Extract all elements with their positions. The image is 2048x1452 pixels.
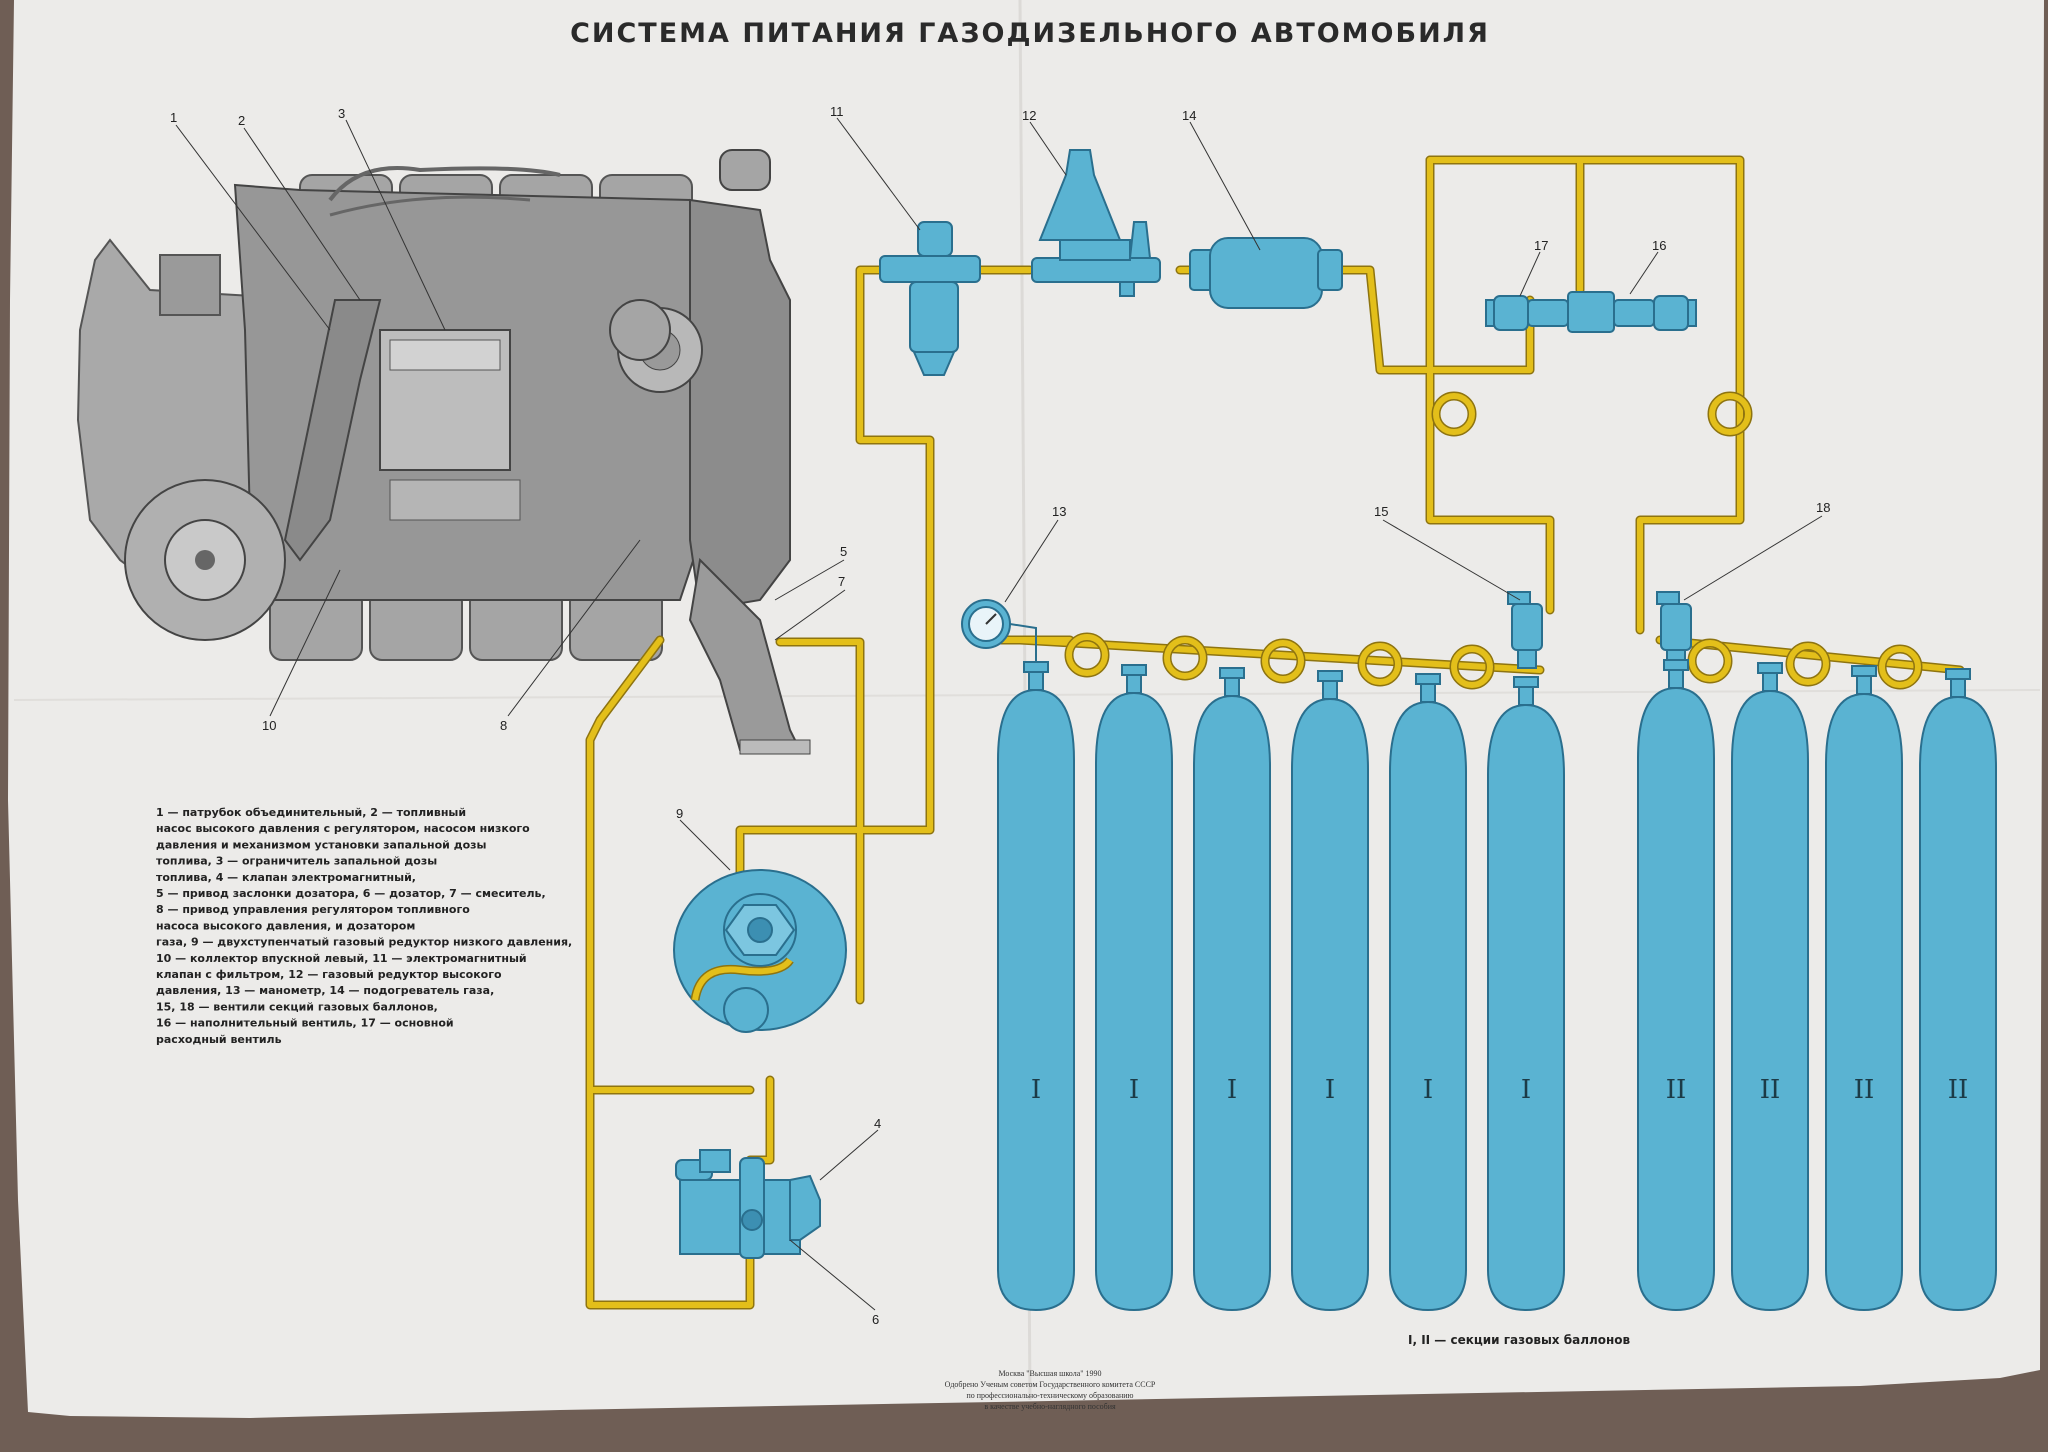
callout-16: 16 (1652, 238, 1666, 253)
cylinder-section-label: II (1854, 1075, 1875, 1105)
imprint-line: по профессионально-техническому образова… (966, 1391, 1133, 1400)
legend-line: 1 — патрубок объединительный, 2 — топлив… (156, 806, 466, 819)
cylinder-section-label: II (1948, 1075, 1969, 1105)
callout-10: 10 (262, 718, 276, 733)
gas-cylinder-II-3: II (1825, 665, 1903, 1312)
legend-line: газа, 9 — двухступенчатый газовый редукт… (156, 936, 572, 949)
section-valve-15 (1507, 591, 1543, 669)
gas-cylinder-I-1: I (997, 661, 1075, 1312)
cylinder-sections-caption: I, II — секции газовых баллонов (1408, 1333, 1631, 1347)
cylinder-section-label: I (1521, 1075, 1531, 1105)
callout-numbers: 1 2 3 4 5 6 7 8 9 10 11 12 13 14 15 16 1… (170, 104, 1830, 1327)
high-pressure-regulator-12 (1031, 149, 1161, 297)
legend-line: давления, 13 — манометр, 14 — подогреват… (156, 984, 494, 997)
gas-cylinder-II-4: II (1919, 668, 1997, 1312)
poster-title: СИСТЕМА ПИТАНИЯ ГАЗОДИЗЕЛЬНОГО АВТОМОБИЛ… (570, 18, 1490, 49)
callout-1: 1 (170, 110, 177, 125)
imprint-line: Москва "Высшая школа" 1990 (998, 1369, 1101, 1378)
legend-line: 10 — коллектор впускной левый, 11 — элек… (156, 952, 527, 965)
legend-line: 8 — привод управления регулятором топлив… (156, 903, 470, 916)
imprint-line: в качестве учебно-наглядного пособия (984, 1402, 1116, 1411)
legend-line: давления и механизмом установки запально… (156, 838, 487, 851)
gas-cylinder-I-3: I (1193, 667, 1271, 1312)
low-pressure-reducer-9 (673, 869, 847, 1033)
callout-2: 2 (238, 113, 245, 128)
cylinder-section-label: I (1129, 1075, 1139, 1105)
callout-6: 6 (872, 1312, 879, 1327)
callout-5: 5 (840, 544, 847, 559)
legend-line: 15, 18 — вентили секций газовых баллонов… (156, 1000, 438, 1013)
callout-12: 12 (1022, 108, 1036, 123)
gas-cylinder-I-2: I (1095, 664, 1173, 1312)
cylinder-section-label: I (1227, 1075, 1237, 1105)
legend-line: клапан с фильтром, 12 — газовый редуктор… (156, 968, 502, 981)
legend-line: топлива, 4 — клапан электромагнитный, (156, 871, 416, 884)
legend-line: топлива, 3 — ограничитель запальной дозы (156, 855, 437, 868)
callout-15: 15 (1374, 504, 1388, 519)
callout-14: 14 (1182, 108, 1196, 123)
solenoid-filter-valve-11 (879, 221, 981, 376)
cylinder-section-label: II (1666, 1075, 1687, 1105)
callout-9: 9 (676, 806, 683, 821)
callout-18: 18 (1816, 500, 1830, 515)
cylinder-section-label: I (1325, 1075, 1335, 1105)
cylinder-section-label: I (1031, 1075, 1041, 1105)
engine-illustration (76, 149, 811, 755)
dosing-unit-6 (675, 1149, 821, 1259)
cylinder-section-label: II (1760, 1075, 1781, 1105)
legend-line: насос высокого давления с регулятором, н… (156, 822, 530, 835)
legend-line: расходный вентиль (156, 1033, 282, 1046)
callout-13: 13 (1052, 504, 1066, 519)
gas-cylinder-II-1: II (1637, 659, 1715, 1312)
legend-line: 5 — привод заслонки дозатора, 6 — дозато… (156, 887, 546, 900)
manometer-13 (961, 599, 1037, 666)
gas-cylinder-II-2: II (1731, 662, 1809, 1312)
gas-heater-14 (1189, 237, 1343, 309)
gas-cylinder-I-5: I (1389, 673, 1467, 1312)
callout-3: 3 (338, 106, 345, 121)
callout-8: 8 (500, 718, 507, 733)
gas-cylinder-I-6: I (1487, 676, 1565, 1312)
legend-line: насоса высокого давления, и дозатором (156, 919, 415, 932)
gas-cylinder-I-4: I (1291, 670, 1369, 1312)
callout-leaders (175, 117, 1823, 1311)
callout-4: 4 (874, 1116, 881, 1131)
callout-11: 11 (830, 104, 844, 119)
callout-7: 7 (838, 574, 845, 589)
callout-17: 17 (1534, 238, 1548, 253)
imprint-line: Одобрено Ученым советом Государственного… (945, 1380, 1156, 1389)
main-and-filling-valves-17-16 (1485, 291, 1697, 333)
legend-line: 16 — наполнительный вентиль, 17 — основн… (156, 1017, 454, 1030)
legend-block: 1 — патрубок объединительный, 2 — топлив… (156, 806, 572, 1046)
cylinder-section-label: I (1423, 1075, 1433, 1105)
